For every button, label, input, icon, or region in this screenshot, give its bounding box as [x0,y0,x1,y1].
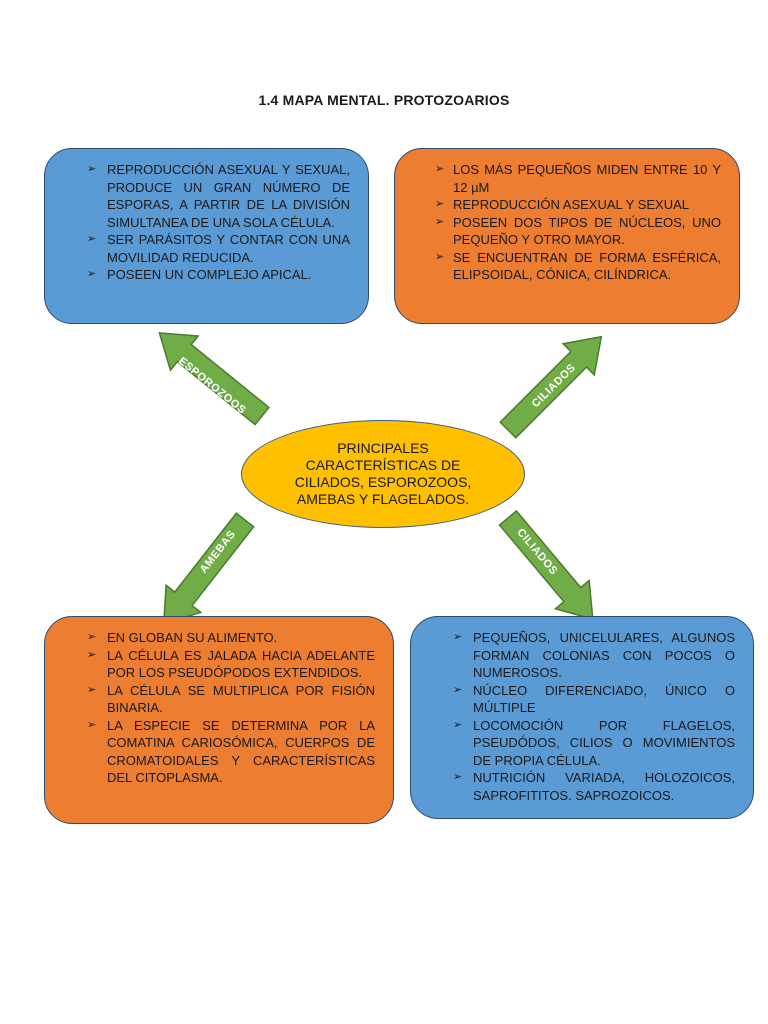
list-item: ➢ PEQUEÑOS, UNICELULARES, ALGUNOS FORMAN … [425,629,735,682]
bullet-arrow-icon: ➢ [87,233,97,245]
list-item-text: NÚCLEO DIFERENCIADO, ÚNICO O MÚLTIPLE [473,682,735,716]
list-item-text: LA ESPECIE SE DETERMINA POR LA COMATINA … [107,717,375,786]
list-item: ➢ NÚCLEO DIFERENCIADO, ÚNICO O MÚLTIPLE [425,682,735,717]
bullet-arrow-icon: ➢ [453,718,463,731]
list-ciliados-bottom: ➢ PEQUEÑOS, UNICELULARES, ALGUNOS FORMAN … [425,629,735,804]
list-item-text: LOS MÁS PEQUEÑOS MIDEN ENTRE 10 Y 12 µM [453,162,721,195]
list-item: ➢ LA ESPECIE SE DETERMINA POR LA COMATINA… [59,717,375,787]
bullet-arrow-icon: ➢ [453,631,463,643]
bullet-arrow-icon: ➢ [435,198,445,210]
list-item-text: SER PARÁSITOS Y CONTAR CON UNA MOVILIDAD… [107,232,350,265]
list-item: ➢ LOCOMOCIÓN POR FLAGELOS, PSEUDÓDOS, CIL… [425,717,735,770]
list-item: ➢ LA CÉLULA SE MULTIPLICA POR FISIÓN BINA… [59,682,375,717]
list-item-text: SE ENCUENTRAN DE FORMA ESFÉRICA, ELIPSOI… [453,249,721,283]
box-ciliados-top: ➢ LOS MÁS PEQUEÑOS MIDEN ENTRE 10 Y 12 µM… [394,148,740,324]
list-item: ➢ NUTRICIÓN VARIADA, HOLOZOICOS, SAPROFIT… [425,769,735,804]
list-item-text: LOCOMOCIÓN POR FLAGELOS, PSEUDÓDOS, CILI… [473,717,735,768]
bullet-arrow-icon: ➢ [87,718,97,731]
box-ciliados-bottom: ➢ PEQUEÑOS, UNICELULARES, ALGUNOS FORMAN … [410,616,754,819]
list-item: ➢ REPRODUCCIÓN ASEXUAL Y SEXUAL, PRODUCE … [59,161,350,231]
list-item-text: REPRODUCCIÓN ASEXUAL Y SEXUAL, PRODUCE U… [107,162,350,230]
list-item: ➢ REPRODUCCIÓN ASEXUAL Y SEXUAL [409,196,721,214]
list-item-text: REPRODUCCIÓN ASEXUAL Y SEXUAL [453,197,690,212]
list-amebas: ➢ EN GLOBAN SU ALIMENTO. ➢ LA CÉLULA ES JAL… [59,629,375,787]
list-ciliados-top: ➢ LOS MÁS PEQUEÑOS MIDEN ENTRE 10 Y 12 µM… [409,161,721,284]
bullet-arrow-icon: ➢ [87,631,97,643]
list-item-text: PEQUEÑOS, UNICELULARES, ALGUNOS FORMAN C… [473,630,735,680]
central-node-text: PRINCIPALES CARACTERÍSTICAS DE CILIADOS,… [294,440,472,507]
list-item: ➢ EN GLOBAN SU ALIMENTO. [59,629,375,647]
list-item: ➢ POSEEN UN COMPLEJO APICAL. [59,266,350,284]
bullet-arrow-icon: ➢ [87,268,97,280]
list-item: ➢ LOS MÁS PEQUEÑOS MIDEN ENTRE 10 Y 12 µM [409,161,721,196]
list-item-text: LA CÉLULA ES JALADA HACIA ADELANTE POR L… [107,647,375,681]
box-amebas: ➢ EN GLOBAN SU ALIMENTO. ➢ LA CÉLULA ES JAL… [44,616,394,824]
list-item-text: NUTRICIÓN VARIADA, HOLOZOICOS, SAPROFITI… [473,770,735,803]
list-item-text: POSEEN UN COMPLEJO APICAL. [107,267,312,282]
bullet-arrow-icon: ➢ [87,683,97,696]
list-item: ➢ SER PARÁSITOS Y CONTAR CON UNA MOVILIDA… [59,231,350,266]
bullet-arrow-icon: ➢ [435,215,445,228]
bullet-arrow-icon: ➢ [87,163,97,175]
bullet-arrow-icon: ➢ [87,648,97,661]
box-esporozoos: ➢ REPRODUCCIÓN ASEXUAL Y SEXUAL, PRODUCE … [44,148,369,324]
list-item-text: EN GLOBAN SU ALIMENTO. [107,630,278,645]
list-item-text: POSEEN DOS TIPOS DE NÚCLEOS, UNO PEQUEÑO… [453,214,721,248]
bullet-arrow-icon: ➢ [453,683,463,696]
list-item-text: LA CÉLULA SE MULTIPLICA POR FISIÓN BINAR… [107,682,375,716]
list-esporozoos: ➢ REPRODUCCIÓN ASEXUAL Y SEXUAL, PRODUCE … [59,161,350,284]
central-node: PRINCIPALES CARACTERÍSTICAS DE CILIADOS,… [241,420,525,528]
bullet-arrow-icon: ➢ [435,250,445,263]
page-title: 1.4 MAPA MENTAL. PROTOZOARIOS [258,92,510,108]
list-item: ➢ LA CÉLULA ES JALADA HACIA ADELANTE POR … [59,647,375,682]
bullet-arrow-icon: ➢ [435,163,445,175]
list-item: ➢ SE ENCUENTRAN DE FORMA ESFÉRICA, ELIPSO… [409,249,721,284]
bullet-arrow-icon: ➢ [453,771,463,783]
arrow-esporozoos [144,315,277,434]
list-item: ➢ POSEEN DOS TIPOS DE NÚCLEOS, UNO PEQUEÑ… [409,214,721,249]
